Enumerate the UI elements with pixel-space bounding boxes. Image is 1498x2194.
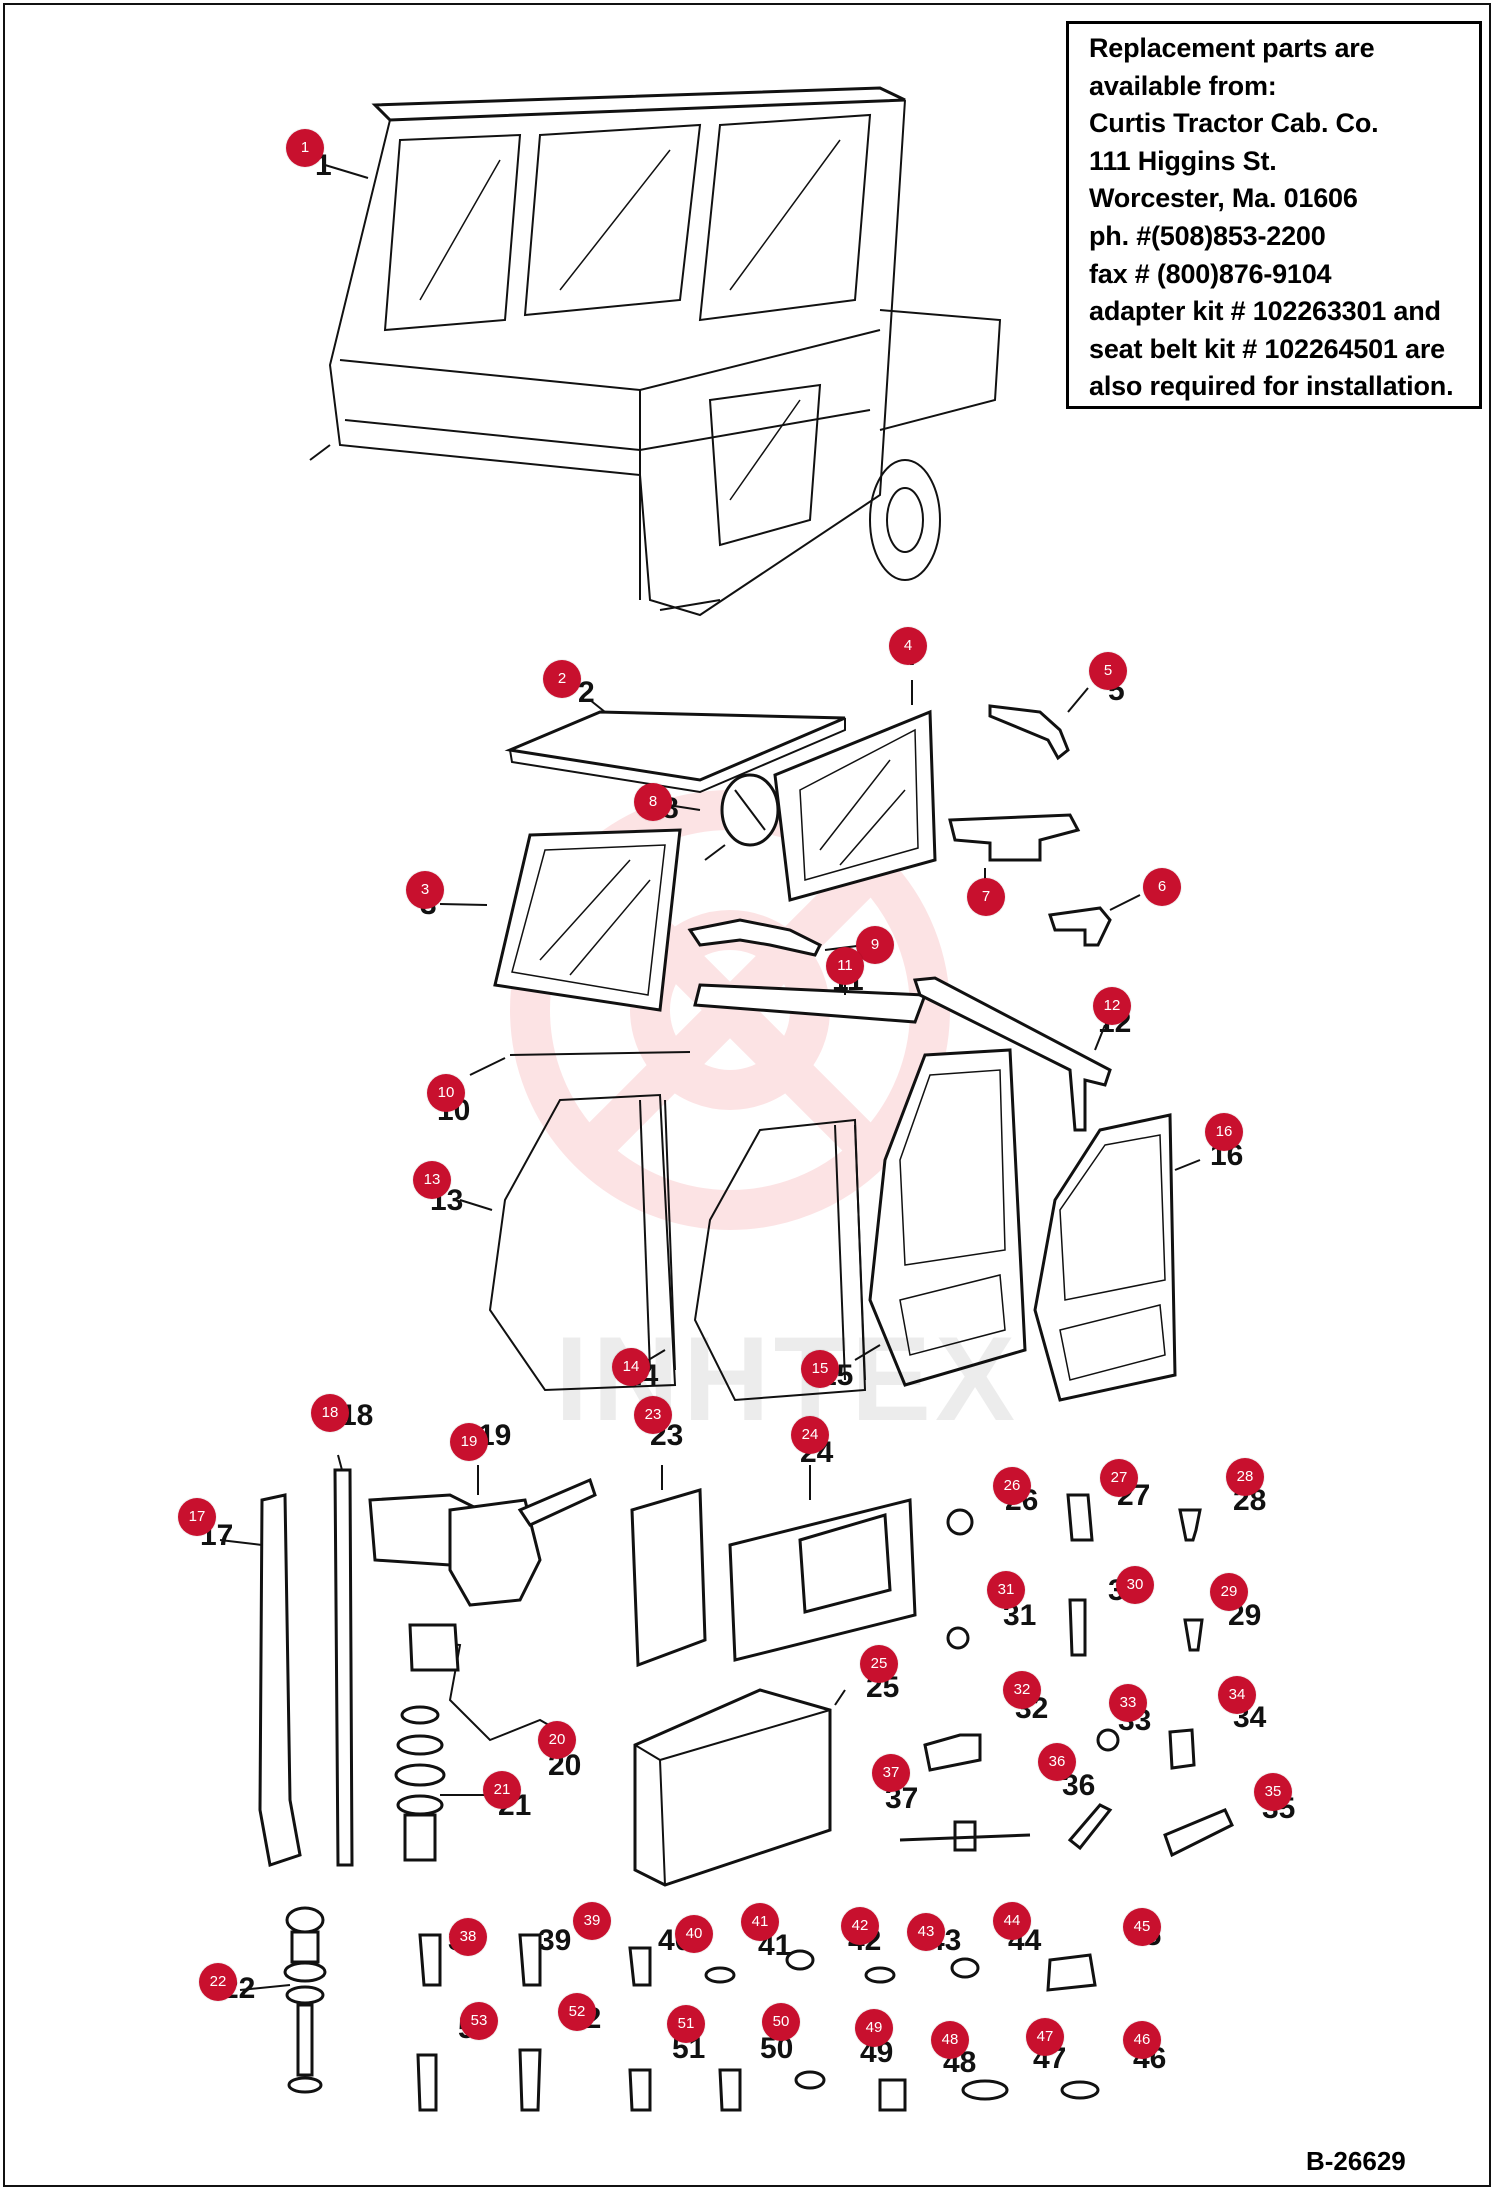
callout-53[interactable]: 53 bbox=[460, 2002, 498, 2040]
brace-12-part bbox=[912, 976, 1112, 1132]
callout-47[interactable]: 47 bbox=[1026, 2018, 1064, 2056]
info-line: ph. #(508)853-2200 bbox=[1089, 220, 1326, 251]
callout-18[interactable]: 18 bbox=[311, 1394, 349, 1432]
callout-44[interactable]: 44 bbox=[993, 1902, 1031, 1940]
callout-16[interactable]: 16 bbox=[1205, 1113, 1243, 1151]
cab-assembly bbox=[309, 86, 1002, 617]
callout-34[interactable]: 34 bbox=[1218, 1676, 1256, 1714]
info-line: Replacement parts are bbox=[1089, 33, 1375, 63]
callout-39[interactable]: 39 bbox=[573, 1902, 611, 1940]
callout-12[interactable]: 12 bbox=[1093, 987, 1131, 1025]
callout-37[interactable]: 37 bbox=[872, 1754, 910, 1792]
callout-21[interactable]: 21 bbox=[483, 1771, 521, 1809]
handle-9-part bbox=[687, 918, 823, 957]
windshield-part bbox=[493, 828, 682, 1012]
callout-26[interactable]: 26 bbox=[993, 1467, 1031, 1505]
leader-lines bbox=[219, 164, 1201, 1991]
callout-29[interactable]: 29 bbox=[1210, 1573, 1248, 1611]
callout-49[interactable]: 49 bbox=[855, 2009, 893, 2047]
callout-1[interactable]: 1 bbox=[286, 129, 324, 167]
door-16-part bbox=[1033, 1113, 1177, 1402]
callout-8[interactable]: 8 bbox=[634, 783, 672, 821]
callout-2[interactable]: 2 bbox=[543, 660, 581, 698]
callout-17[interactable]: 17 bbox=[178, 1498, 216, 1536]
strip-11-part bbox=[693, 983, 928, 1024]
callout-3[interactable]: 3 bbox=[406, 871, 444, 909]
diagram-frame bbox=[3, 3, 1491, 2187]
door-15-part bbox=[868, 1048, 1027, 1387]
door-frame-15 bbox=[693, 1118, 867, 1402]
info-line: also required for installation. bbox=[1089, 371, 1454, 402]
callout-6[interactable]: 6 bbox=[1143, 868, 1181, 906]
rod-10-part bbox=[509, 1051, 691, 1056]
callout-32[interactable]: 32 bbox=[1003, 1671, 1041, 1709]
dome-light-part bbox=[704, 773, 780, 861]
callout-7[interactable]: 7 bbox=[967, 878, 1005, 916]
drawing-id: B-26629 bbox=[1306, 2146, 1406, 2176]
callout-25[interactable]: 25 bbox=[860, 1645, 898, 1683]
info-line: available from: bbox=[1089, 70, 1277, 101]
wiper-motor-19-part bbox=[368, 1477, 597, 1607]
callout-35[interactable]: 35 bbox=[1254, 1773, 1292, 1811]
bushing-stack-21-part bbox=[394, 1705, 446, 1862]
info-line: fax # (800)876-9104 bbox=[1089, 258, 1332, 289]
cover-25-part bbox=[633, 1688, 832, 1887]
callout-46[interactable]: 46 bbox=[1123, 2021, 1161, 2059]
board-24-part bbox=[728, 1498, 917, 1662]
callout-11[interactable]: 11 bbox=[826, 947, 864, 985]
rear-window-part bbox=[773, 709, 937, 902]
hardware-parts bbox=[416, 1493, 1234, 2112]
callout-4[interactable]: 4 bbox=[889, 627, 927, 665]
callout-33[interactable]: 33 bbox=[1109, 1684, 1147, 1722]
door-frame-13-14 bbox=[488, 1093, 677, 1392]
callout-40[interactable]: 40 bbox=[675, 1915, 713, 1953]
callout-48[interactable]: 48 bbox=[931, 2021, 969, 2059]
part-label-39: 39 bbox=[538, 1924, 571, 1957]
info-line: adapter kit # 102263301 and bbox=[1089, 296, 1441, 327]
part-label-2: 2 bbox=[578, 676, 595, 709]
plate-23-part bbox=[630, 1488, 707, 1668]
callout-24[interactable]: 24 bbox=[791, 1416, 829, 1454]
callout-36[interactable]: 36 bbox=[1038, 1743, 1076, 1781]
callout-43[interactable]: 43 bbox=[907, 1913, 945, 1951]
info-line: seat belt kit # 102264501 are bbox=[1089, 333, 1445, 364]
bracket-7-part bbox=[948, 813, 1081, 862]
callout-23[interactable]: 23 bbox=[634, 1396, 672, 1434]
callout-52[interactable]: 52 bbox=[558, 1993, 596, 2031]
info-line: Curtis Tractor Cab. Co. bbox=[1089, 108, 1379, 139]
callout-14[interactable]: 14 bbox=[612, 1348, 650, 1386]
callout-10[interactable]: 10 bbox=[427, 1074, 465, 1112]
callout-28[interactable]: 28 bbox=[1226, 1458, 1264, 1496]
callout-13[interactable]: 13 bbox=[413, 1161, 451, 1199]
callout-19[interactable]: 19 bbox=[450, 1423, 488, 1461]
callout-5[interactable]: 5 bbox=[1089, 652, 1127, 690]
callout-27[interactable]: 27 bbox=[1100, 1459, 1138, 1497]
wiper-arm-17-part bbox=[258, 1493, 302, 1867]
callout-51[interactable]: 51 bbox=[667, 2005, 705, 2043]
callout-50[interactable]: 50 bbox=[762, 2003, 800, 2041]
stack-22-part bbox=[283, 1906, 327, 2094]
callout-38[interactable]: 38 bbox=[449, 1918, 487, 1956]
callout-15[interactable]: 15 bbox=[801, 1350, 839, 1388]
callout-45[interactable]: 45 bbox=[1123, 1908, 1161, 1946]
bracket-6-part bbox=[1048, 906, 1112, 947]
callout-22[interactable]: 22 bbox=[199, 1963, 237, 2001]
wiper-blade-18-part bbox=[333, 1468, 354, 1867]
info-box: Replacement parts are available from: Cu… bbox=[1066, 21, 1482, 409]
bracket-5-part bbox=[988, 704, 1070, 761]
callout-31[interactable]: 31 bbox=[987, 1571, 1025, 1609]
info-line: Worcester, Ma. 01606 bbox=[1089, 183, 1358, 214]
callout-30[interactable]: 30 bbox=[1116, 1566, 1154, 1604]
callout-41[interactable]: 41 bbox=[741, 1903, 779, 1941]
info-line: 111 Higgins St. bbox=[1089, 145, 1277, 176]
callout-20[interactable]: 20 bbox=[538, 1721, 576, 1759]
callout-42[interactable]: 42 bbox=[841, 1907, 879, 1945]
